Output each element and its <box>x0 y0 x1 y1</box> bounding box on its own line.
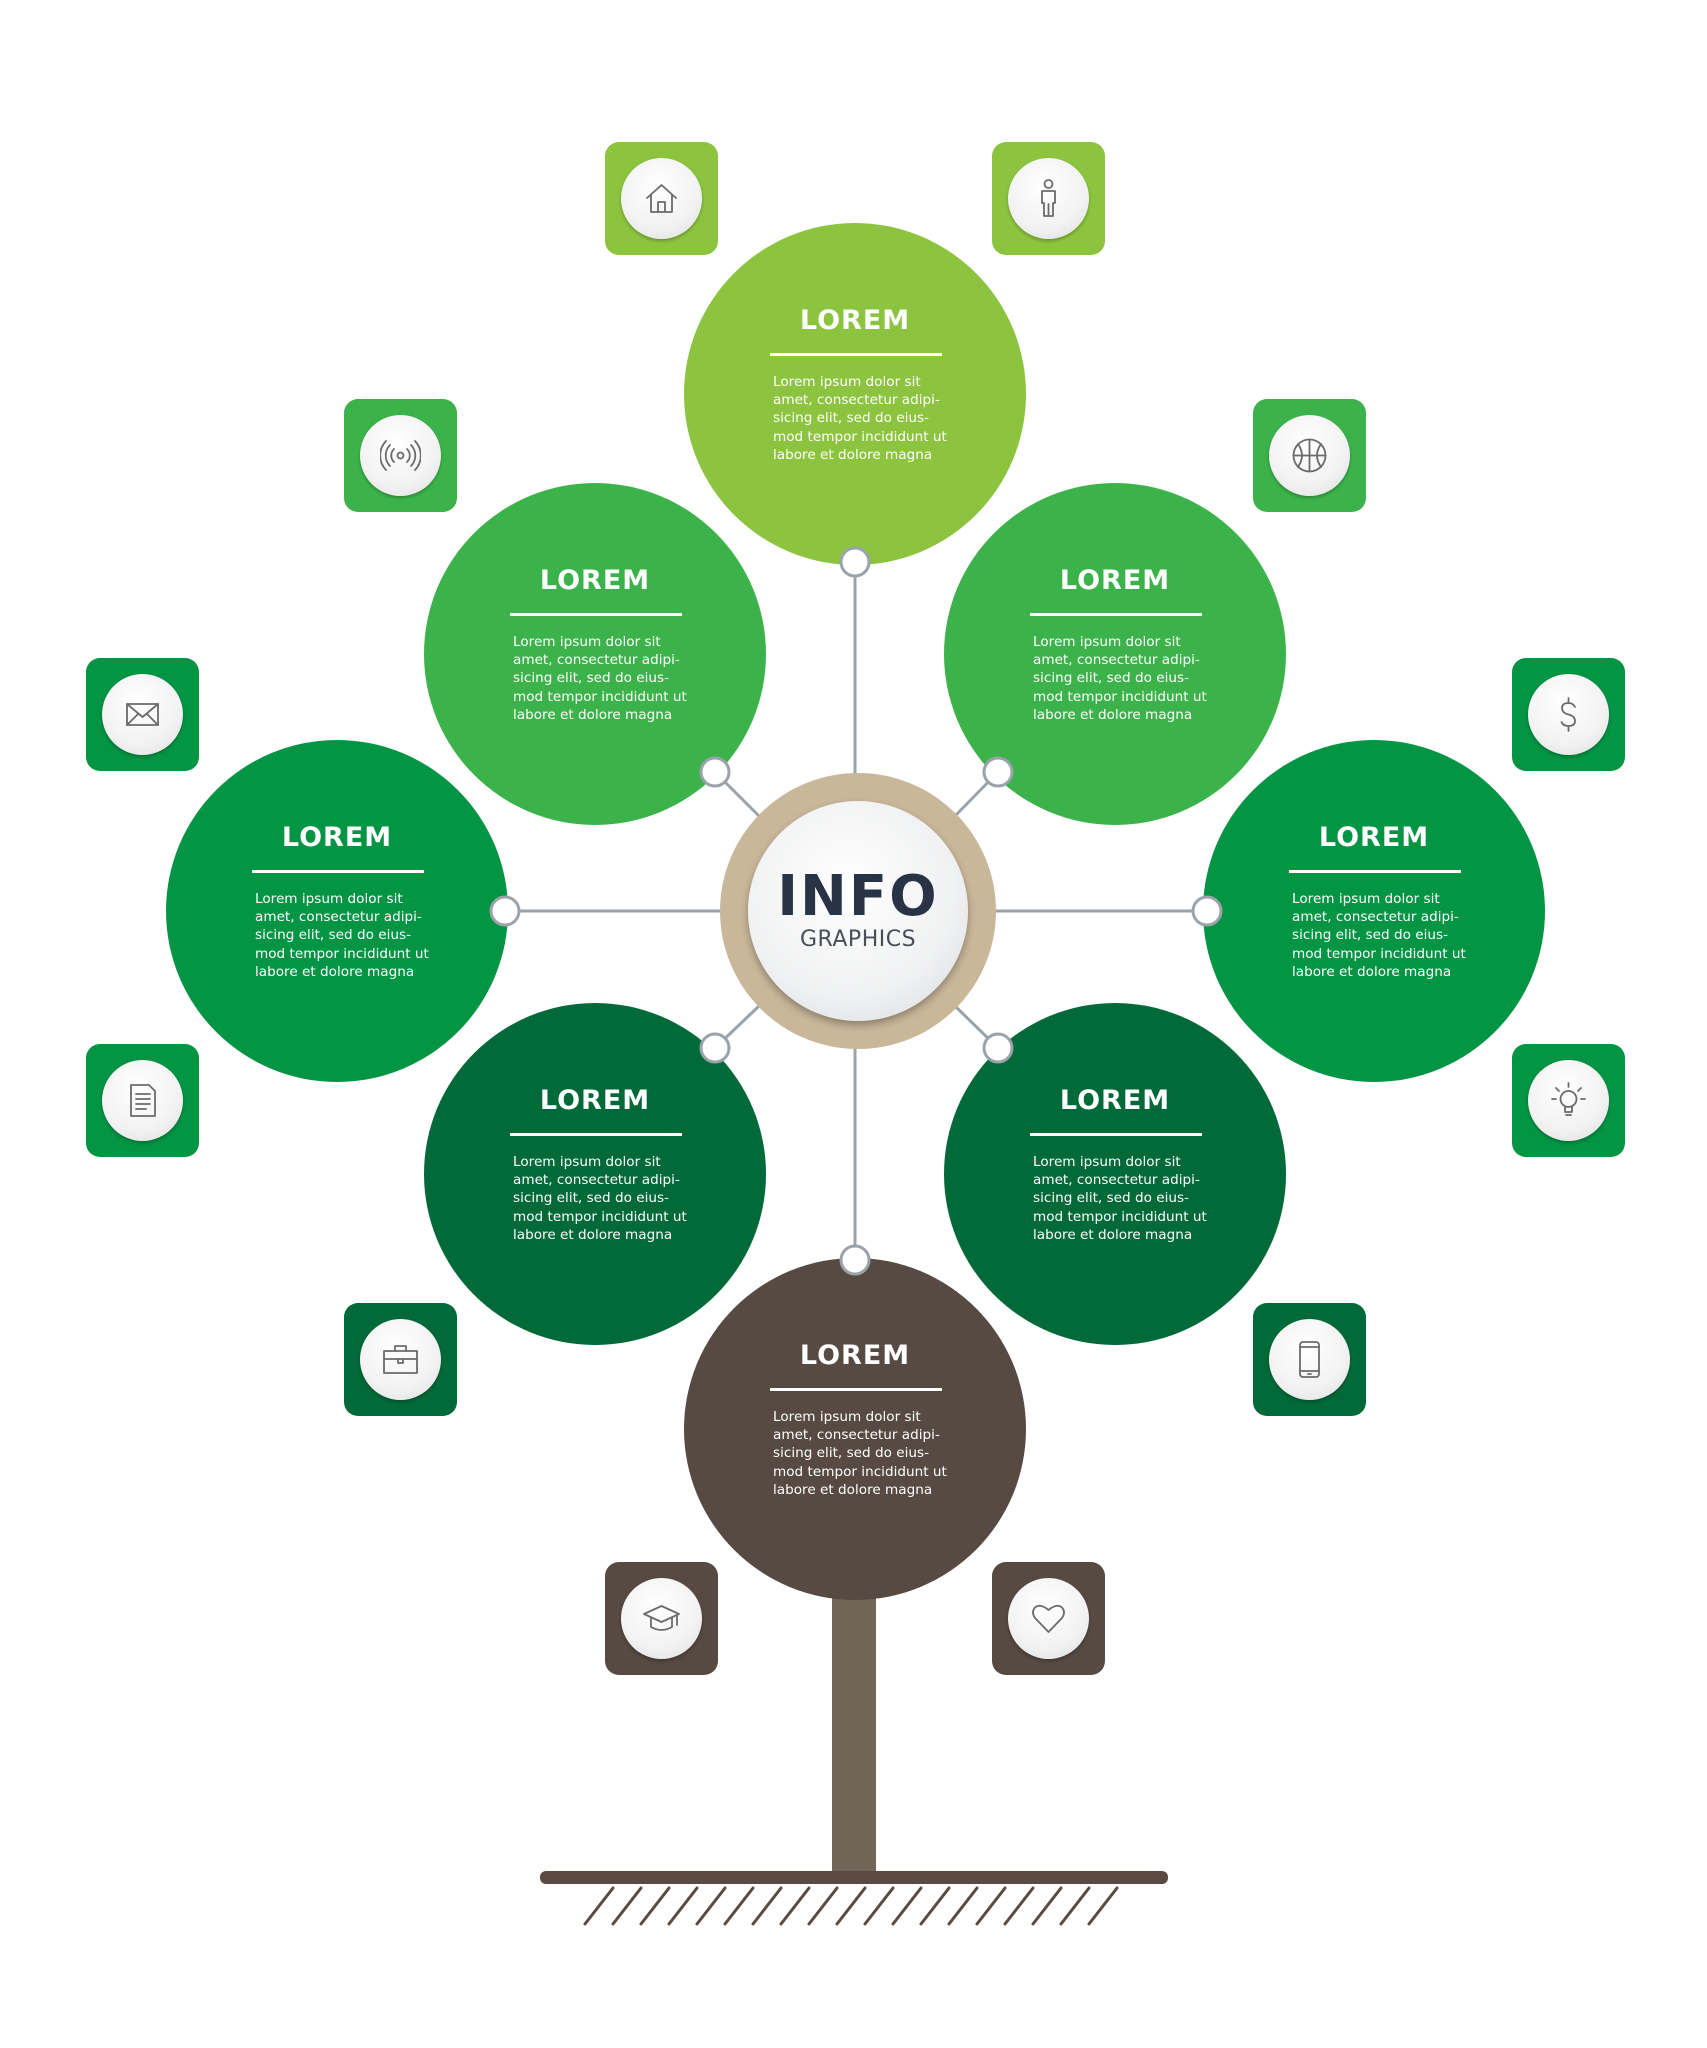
title-divider <box>770 1388 942 1391</box>
node-title: LOREM <box>281 822 393 853</box>
ground-line <box>540 1871 1168 1884</box>
dot-upper-right <box>982 756 1014 788</box>
center-title: INFO <box>777 864 939 929</box>
title-divider <box>1030 1133 1202 1136</box>
graduation-cap-tile <box>605 1562 718 1675</box>
home-tile <box>605 142 718 255</box>
node-title: LOREM <box>539 1085 651 1116</box>
home-icon <box>646 184 677 213</box>
lightbulb-icon <box>1551 1082 1586 1116</box>
title-divider <box>770 353 942 356</box>
phone-tile <box>1253 1303 1366 1416</box>
briefcase-tile <box>344 1303 457 1416</box>
center-hub: INFO GRAPHICS <box>748 801 968 1021</box>
document-icon <box>130 1084 156 1117</box>
dot-lower-right <box>982 1032 1014 1064</box>
node-text: Lorem ipsum dolor sit amet, consectetur … <box>513 1154 687 1243</box>
briefcase-icon <box>383 1345 418 1374</box>
dot-right <box>1191 895 1223 927</box>
phone-icon <box>1299 1341 1320 1378</box>
title-divider <box>510 1133 682 1136</box>
ground-hatching <box>583 1886 1119 1926</box>
document-tile <box>86 1044 199 1157</box>
node-title: LOREM <box>1318 822 1430 853</box>
dot-lower-left <box>699 1032 731 1064</box>
node-text: Lorem ipsum dolor sit amet, consectetur … <box>773 374 947 463</box>
signal-icon <box>380 440 421 471</box>
basketball-tile <box>1253 399 1366 512</box>
lightbulb-tile <box>1512 1044 1625 1157</box>
dot-top <box>839 546 871 578</box>
basketball-icon <box>1292 438 1327 473</box>
title-divider <box>1030 613 1202 616</box>
dot-left <box>489 895 521 927</box>
node-top: LOREM Lorem ipsum dolor sit amet, consec… <box>684 223 1026 565</box>
node-text: Lorem ipsum dolor sit amet, consectetur … <box>255 891 429 980</box>
node-text: Lorem ipsum dolor sit amet, consectetur … <box>773 1409 947 1498</box>
node-title: LOREM <box>799 305 911 336</box>
heart-tile <box>992 1562 1105 1675</box>
node-bottom: LOREM Lorem ipsum dolor sit amet, consec… <box>684 1258 1026 1600</box>
dot-bottom <box>839 1244 871 1276</box>
center-subtitle: GRAPHICS <box>799 927 917 952</box>
title-divider <box>252 870 424 873</box>
node-title: LOREM <box>539 565 651 596</box>
title-divider <box>510 613 682 616</box>
tree-trunk <box>832 1595 876 1876</box>
node-text: Lorem ipsum dolor sit amet, consectetur … <box>1033 634 1207 723</box>
node-title: LOREM <box>799 1340 911 1371</box>
node-upper-left: LOREM Lorem ipsum dolor sit amet, consec… <box>424 483 766 825</box>
person-tile <box>992 142 1105 255</box>
mail-icon <box>126 703 159 726</box>
node-title: LOREM <box>1059 1085 1171 1116</box>
node-lower-left: LOREM Lorem ipsum dolor sit amet, consec… <box>424 1003 766 1345</box>
node-title: LOREM <box>1059 565 1171 596</box>
heart-icon <box>1032 1604 1065 1633</box>
node-text: Lorem ipsum dolor sit amet, consectetur … <box>1292 891 1466 980</box>
dot-upper-left <box>699 756 731 788</box>
node-text: Lorem ipsum dolor sit amet, consectetur … <box>1033 1154 1207 1243</box>
mail-tile <box>86 658 199 771</box>
person-icon <box>1041 179 1056 217</box>
node-right: LOREM Lorem ipsum dolor sit amet, consec… <box>1203 740 1545 1082</box>
node-text: Lorem ipsum dolor sit amet, consectetur … <box>513 634 687 723</box>
signal-tile <box>344 399 457 512</box>
graduation-cap-icon <box>643 1605 680 1631</box>
dollar-icon <box>1560 697 1576 732</box>
title-divider <box>1289 870 1461 873</box>
dollar-tile <box>1512 658 1625 771</box>
node-left: LOREM Lorem ipsum dolor sit amet, consec… <box>166 740 508 1082</box>
